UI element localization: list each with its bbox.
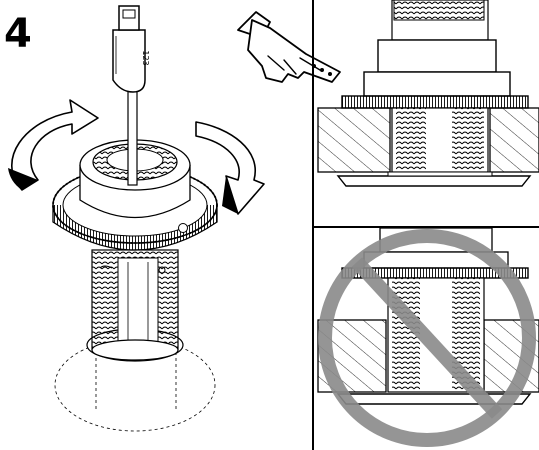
step-number: 4: [4, 11, 32, 57]
pointing-hand-icon: [237, 11, 341, 83]
rotate-arrow-left-icon: [8, 99, 99, 191]
prohibited-icon: [318, 229, 536, 447]
correct-installation-panel: [317, 0, 539, 187]
rotate-arrow-right-icon: [195, 121, 265, 215]
connector-label: 123: [141, 50, 150, 65]
device-illustration: 123: [52, 5, 218, 432]
incorrect-installation-panel: [317, 227, 539, 405]
